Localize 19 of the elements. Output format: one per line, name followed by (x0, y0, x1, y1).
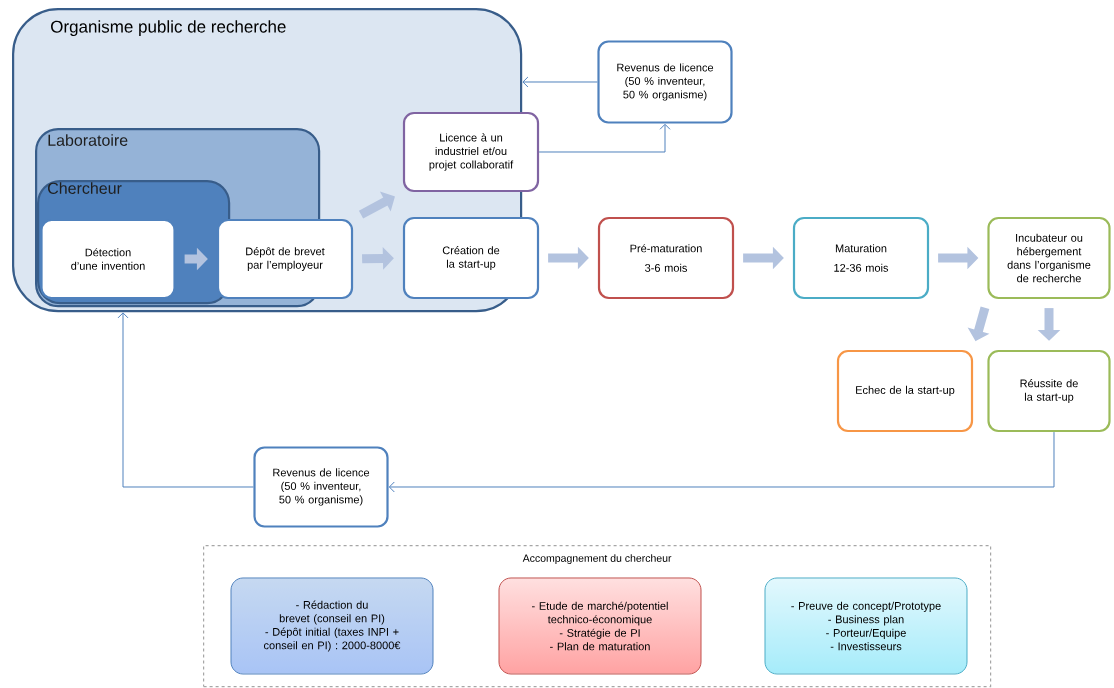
block-arrow (358, 191, 395, 219)
arrow (388, 431, 1055, 493)
process-box: Echec de la start-up (836, 349, 974, 433)
process-box: Revenus de licence (50 % inventeur, 50 % organisme) (253, 446, 389, 528)
process-box: Revenus de licence (50 % inventeur, 50 % organisme) (597, 40, 733, 124)
arrow (538, 123, 671, 153)
support-box: - Preuve de concept/Prototype - Business plan - Porteur/Equipe - Investisseurs (764, 577, 968, 675)
arrow (522, 76, 598, 88)
process-box: Licence à un industriel et/ou projet collaboratif (402, 111, 540, 193)
process-box: Réussite de la start-up (987, 349, 1111, 433)
support-box: - Rédaction du brevet (conseil en PI) - Dépôt initial (taxes INPI + conseil en PI) : 2000-8000€ (230, 577, 434, 675)
process-box: Détection d’une invention (40, 218, 176, 300)
process-box: Maturation 12-36 mois (792, 216, 930, 300)
process-box: Pré-maturation 3-6 mois (597, 216, 735, 300)
process-box: Dépôt de brevet par l’employeur (216, 218, 354, 300)
arrow (117, 312, 254, 488)
support-box: - Etude de marché/potentiel technico-économique - Stratégie de PI - Plan de maturation (498, 577, 702, 675)
process-box: Création de la start-up (402, 216, 540, 300)
process-box: Incubateur ou hébergement dans l’organisme de recherche (987, 216, 1111, 300)
